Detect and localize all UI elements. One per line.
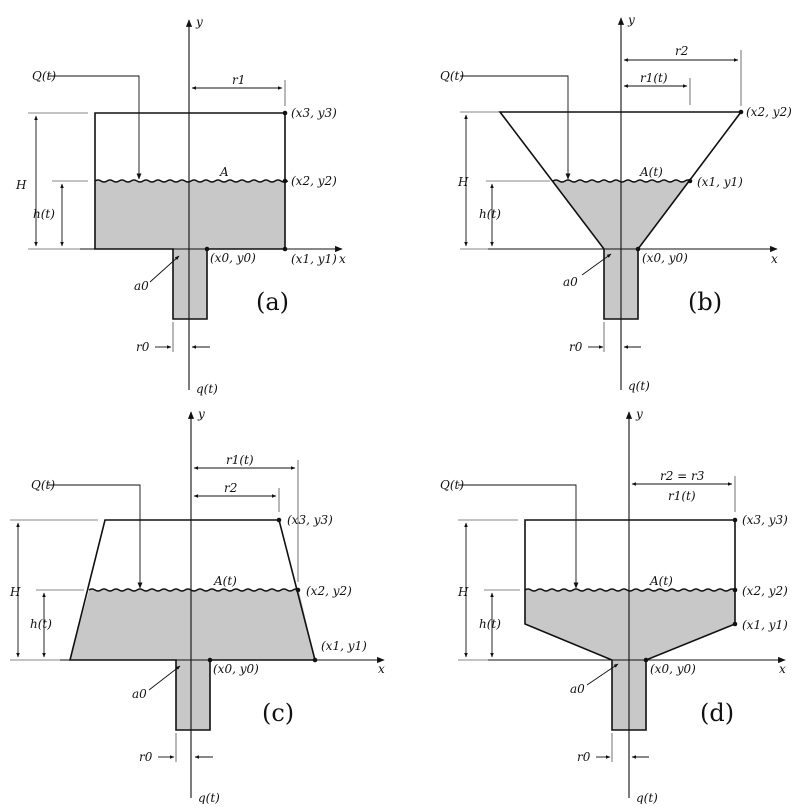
panel-a-point-x3y3-label: (x3, y3) bbox=[291, 106, 337, 120]
panel-a-point-x0y0 bbox=[204, 246, 210, 252]
panel-b-r1-label: r1(t) bbox=[640, 71, 668, 85]
panel-d-a0-pointer bbox=[586, 663, 619, 686]
panel-b-area-label: A(t) bbox=[639, 165, 663, 179]
panel-d-point-x0y0-label: (x0, y0) bbox=[650, 662, 696, 676]
panel-c-h-label: h(t) bbox=[30, 617, 52, 631]
panel-a-point-x2y2 bbox=[282, 178, 288, 184]
panel-c-inflow-label: Q(t) bbox=[31, 478, 55, 492]
panel-a-area-label: A bbox=[219, 165, 229, 179]
panel-c-area-label: A(t) bbox=[213, 574, 237, 588]
panel-c-point-x0y0 bbox=[207, 657, 213, 663]
panel-b-point-x0y0-label: (x0, y0) bbox=[642, 251, 688, 265]
panel-d-point-x2y2-label: (x2, y2) bbox=[742, 584, 788, 598]
panel-d-r1-label: r1(t) bbox=[668, 489, 696, 503]
panel-d-inflow-arrow bbox=[458, 484, 579, 589]
panel-d: Q(t) y x H h(t) A(t) r2 = r3 r1(t) (x3, … bbox=[440, 407, 788, 805]
panel-b-H-label: H bbox=[457, 175, 469, 189]
panel-b-point-x2y2 bbox=[738, 109, 744, 115]
panel-a-water-surface bbox=[94, 179, 289, 183]
panel-c-caption: (c) bbox=[262, 699, 294, 727]
panel-b-h-label: h(t) bbox=[479, 207, 501, 221]
panel-c-outflow-label: q(t) bbox=[198, 791, 220, 804]
panel-b-a0-label: a0 bbox=[563, 275, 578, 289]
panel-c-r2-label: r2 bbox=[224, 481, 237, 495]
panel-d-water-surface bbox=[524, 588, 736, 592]
panel-d-a0-label: a0 bbox=[570, 682, 585, 696]
panel-a-inflow-label: Q(t) bbox=[32, 69, 56, 83]
panel-a-water-fill bbox=[95, 181, 285, 319]
panel-d-r2r3-label: r2 = r3 bbox=[660, 469, 705, 483]
panel-a-h-label: h(t) bbox=[33, 207, 55, 221]
panel-b-r0-label: r0 bbox=[569, 340, 583, 354]
panel-c-r1-label: r1(t) bbox=[226, 453, 254, 467]
panel-a-r1-label: r1 bbox=[232, 73, 245, 87]
panel-c-y-label: y bbox=[197, 407, 205, 421]
panel-a-y-label: y bbox=[195, 15, 203, 29]
panel-b-point-x2y2-label: (x2, y2) bbox=[746, 105, 792, 119]
panel-a-point-x1y1 bbox=[282, 246, 288, 252]
panel-d-point-x1y1-label: (x1, y1) bbox=[742, 618, 788, 632]
panel-d-y-label: y bbox=[635, 407, 643, 421]
panel-c-a0-pointer bbox=[148, 665, 181, 691]
panel-c: Q(t) y x H h(t) A(t) r1(t) r2 (x3, y3) (… bbox=[9, 407, 385, 805]
panel-d-x-label: x bbox=[779, 662, 786, 676]
panel-a-outflow-label: q(t) bbox=[196, 382, 218, 396]
panel-c-point-x3y3 bbox=[276, 517, 282, 523]
panel-a-inflow-arrow bbox=[48, 75, 142, 180]
panel-a-point-x3y3 bbox=[282, 110, 288, 116]
panel-c-point-x0y0-label: (x0, y0) bbox=[213, 662, 259, 676]
panel-b-inflow-label: Q(t) bbox=[440, 69, 464, 83]
panel-c-point-x2y2-label: (x2, y2) bbox=[306, 584, 352, 598]
panel-d-H-label: H bbox=[457, 585, 469, 599]
panel-b-a0-pointer bbox=[581, 253, 612, 276]
panel-b: Q(t) y x H h(t) A(t) r2 r1(t) (x2, y2) (… bbox=[440, 13, 792, 393]
panel-b-point-x1y1-label: (x1, y1) bbox=[697, 175, 743, 189]
panel-d-point-x3y3 bbox=[732, 517, 738, 523]
panel-c-inflow-arrow bbox=[48, 484, 143, 589]
panel-d-tank-wall bbox=[524, 519, 736, 731]
panel-d-point-x3y3-label: (x3, y3) bbox=[742, 513, 788, 527]
panel-a-r0-label: r0 bbox=[136, 340, 150, 354]
panel-a-x-label: x bbox=[339, 252, 346, 266]
panel-b-inflow-arrow bbox=[460, 75, 571, 180]
panel-c-point-x3y3-label: (x3, y3) bbox=[287, 513, 333, 527]
panel-d-area-label: A(t) bbox=[649, 574, 673, 588]
panel-c-r0-label: r0 bbox=[139, 750, 153, 764]
panel-c-x-label: x bbox=[378, 662, 385, 676]
panel-d-h-label: h(t) bbox=[479, 617, 501, 631]
panel-c-point-x1y1 bbox=[312, 657, 318, 663]
panel-b-caption: (b) bbox=[688, 288, 722, 316]
panel-a-a0-label: a0 bbox=[134, 279, 149, 293]
panel-d-point-x0y0 bbox=[643, 657, 649, 663]
panel-c-a0-label: a0 bbox=[132, 687, 147, 701]
panel-b-r2-label: r2 bbox=[675, 44, 688, 58]
panel-b-y-label: y bbox=[627, 13, 635, 27]
panel-a-caption: (a) bbox=[256, 288, 289, 316]
panel-c-point-x1y1-label: (x1, y1) bbox=[321, 639, 367, 653]
panel-d-point-x1y1 bbox=[732, 621, 738, 627]
panel-c-point-x2y2 bbox=[295, 587, 301, 593]
panel-a-point-x1y1-label: (x1, y1) bbox=[291, 252, 337, 266]
panel-b-point-x1y1 bbox=[687, 178, 693, 184]
panel-a-point-x0y0-label: (x0, y0) bbox=[210, 251, 256, 265]
panel-b-x-label: x bbox=[771, 252, 778, 266]
panel-c-H-label: H bbox=[9, 585, 21, 599]
panel-a: Q(t) y x H h(t) A r1 (x3, y3) (x2, y2) (… bbox=[15, 15, 346, 396]
panel-d-r0-label: r0 bbox=[577, 750, 591, 764]
panel-a-a0-pointer bbox=[149, 255, 180, 283]
panel-d-outflow-label: q(t) bbox=[636, 791, 658, 804]
panel-b-point-x0y0 bbox=[635, 246, 641, 252]
panel-c-water-surface bbox=[88, 588, 300, 592]
panel-d-point-x2y2 bbox=[732, 587, 738, 593]
panel-a-point-x2y2-label: (x2, y2) bbox=[291, 174, 337, 188]
panel-b-outflow-label: q(t) bbox=[628, 379, 650, 393]
panel-d-caption: (d) bbox=[700, 699, 734, 727]
panel-d-inflow-label: Q(t) bbox=[440, 478, 464, 492]
panel-b-water-surface bbox=[552, 179, 691, 183]
panel-a-H-label: H bbox=[15, 178, 27, 192]
